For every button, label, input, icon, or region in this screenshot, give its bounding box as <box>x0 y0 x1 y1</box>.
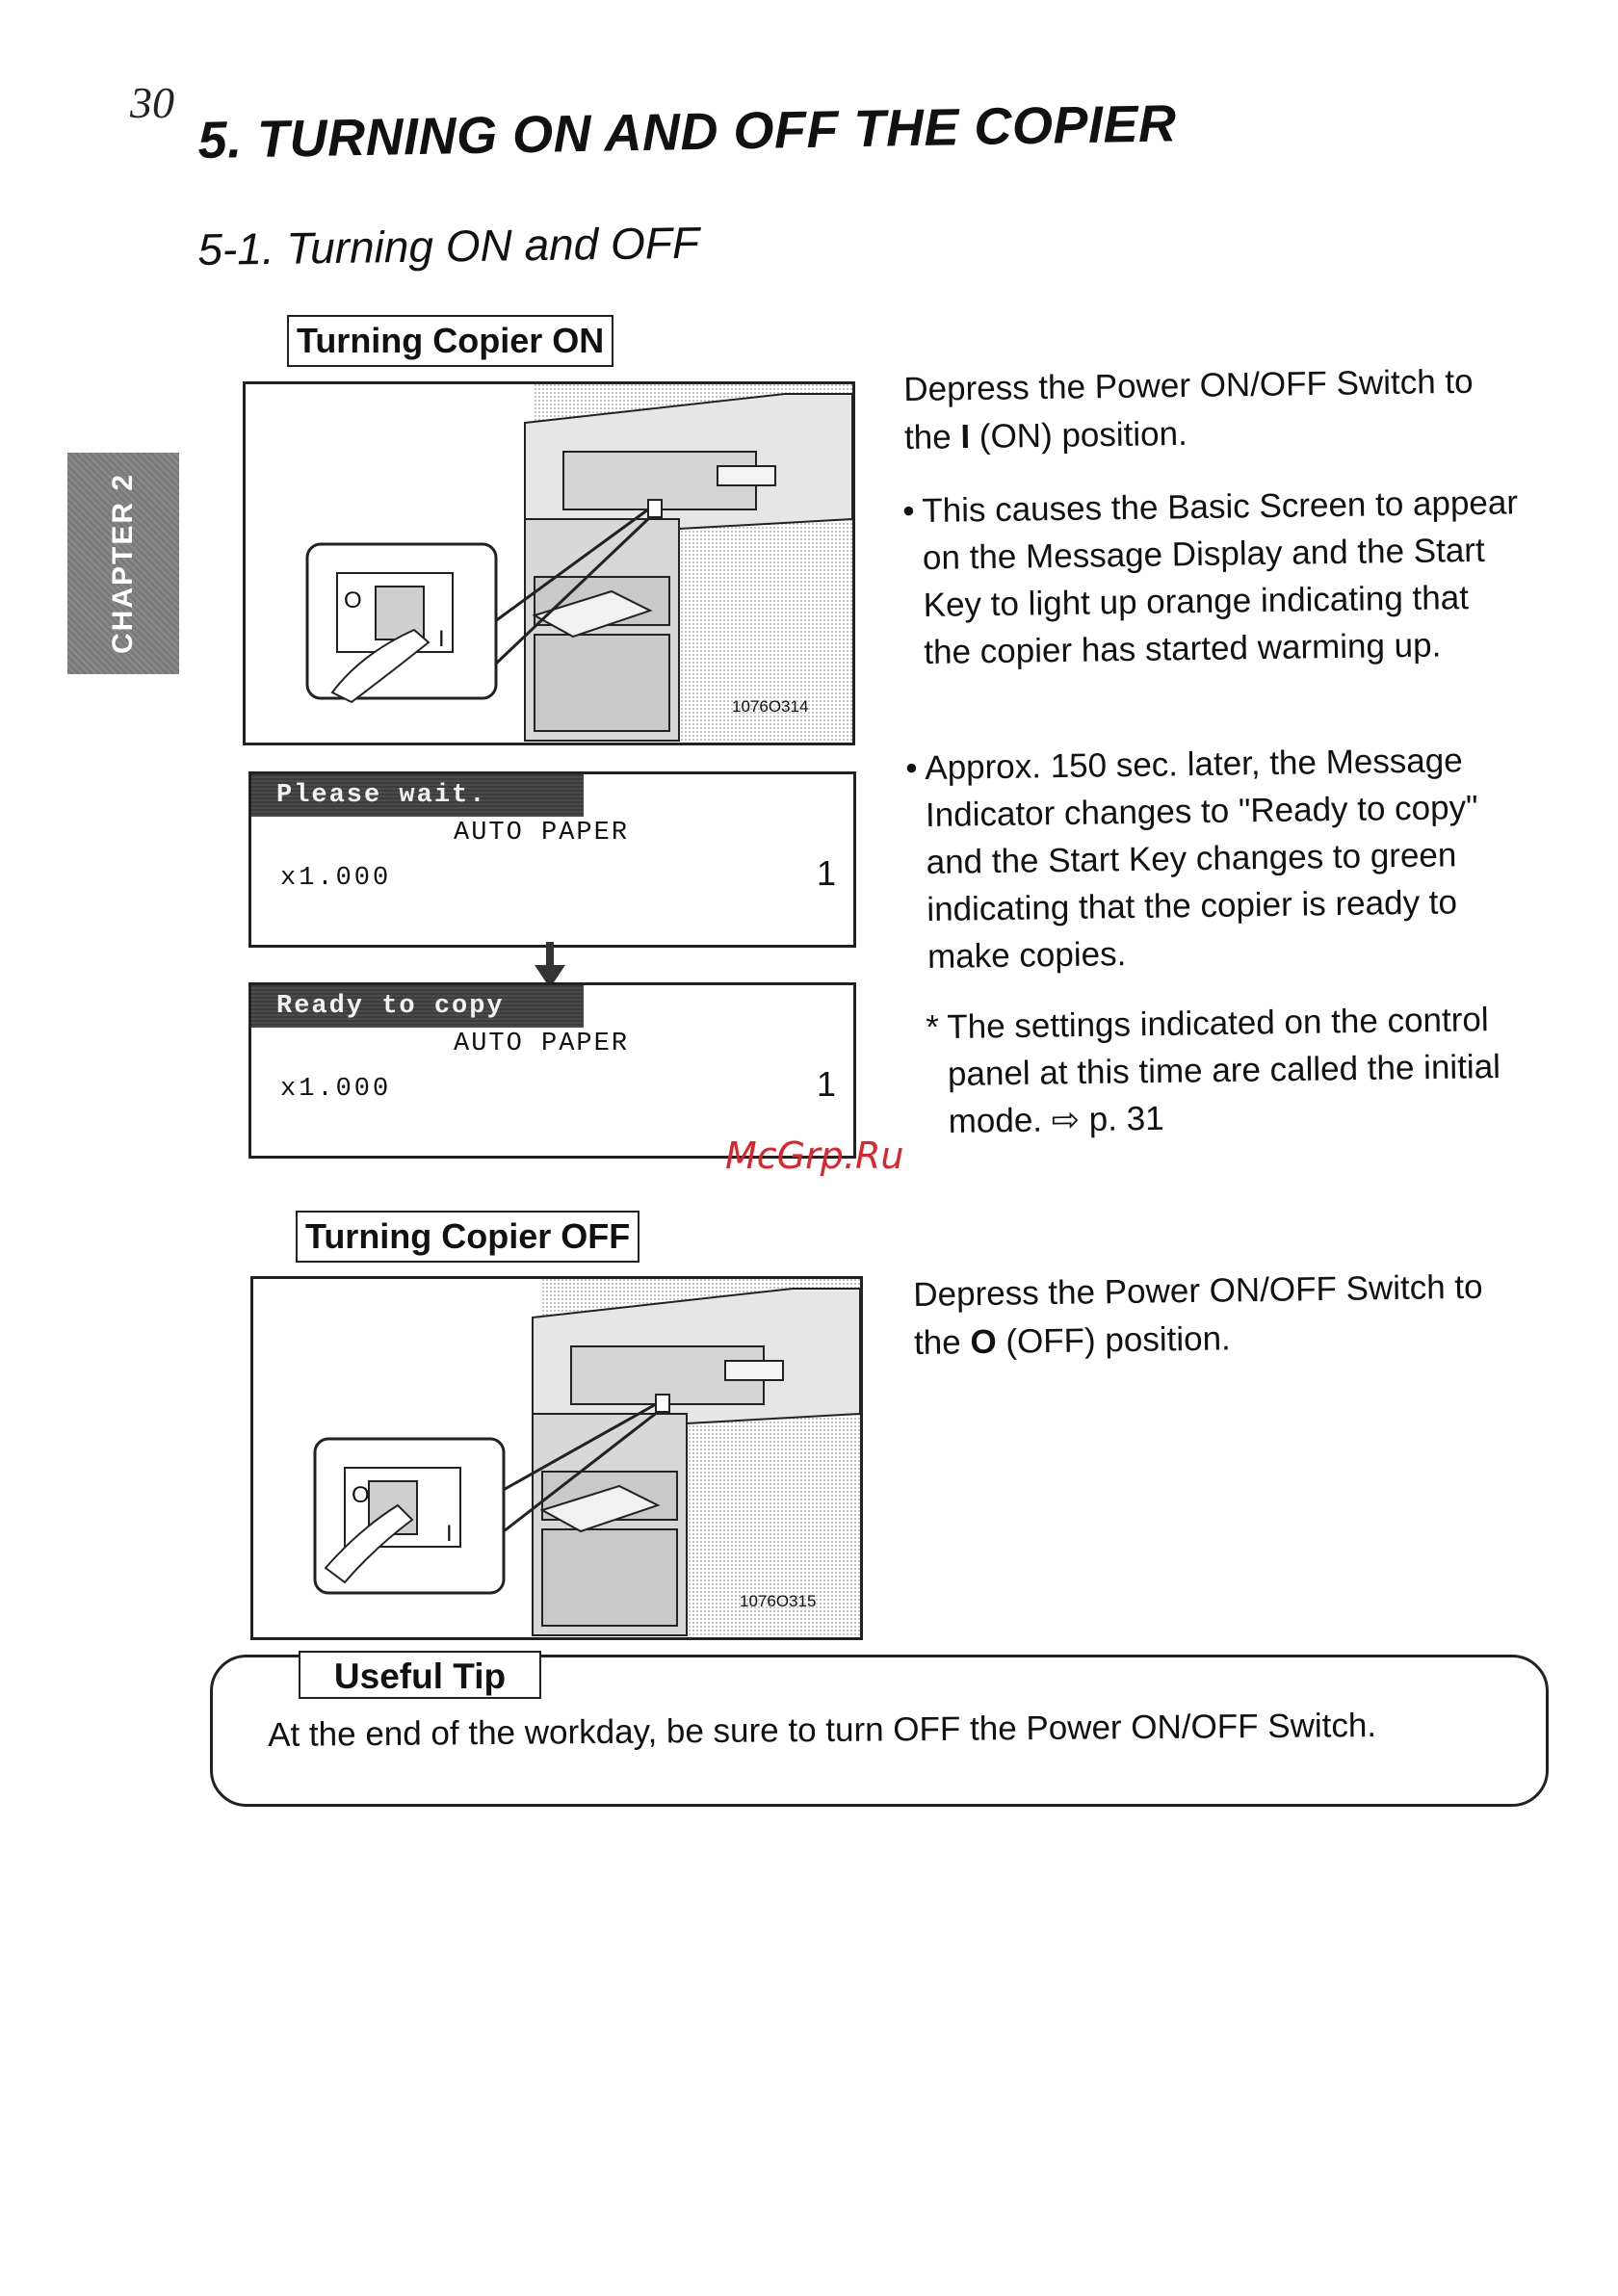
bullet-ready-to-copy-text: Approx. 150 sec. later, the Message Indi… <box>925 742 1478 976</box>
display-status-message: Ready to copy <box>251 985 584 1028</box>
switch-mark-o: O <box>352 1482 370 1508</box>
figure-code-off: 1076O315 <box>740 1592 816 1610</box>
asterisk-icon: * <box>926 1008 940 1047</box>
display-ready-to-copy: Ready to copy AUTO PAPER x1.000 1 <box>248 982 856 1159</box>
chapter-tab-label: CHAPTER 2 <box>107 472 139 655</box>
section-title: 5-1. Turning ON and OFF <box>197 217 700 274</box>
watermark: McGrp.Ru <box>725 1135 904 1177</box>
arrow-down-icon <box>535 942 565 988</box>
chapter-tab: CHAPTER 2 <box>67 453 179 674</box>
display-copy-count: 1 <box>816 853 836 893</box>
on-instruction-text-end: (ON) position. <box>969 414 1188 457</box>
display-paper-mode: AUTO PAPER <box>454 1030 630 1058</box>
useful-tip-label: Useful Tip <box>299 1651 541 1699</box>
page-number: 30 <box>130 78 174 127</box>
display-please-wait: Please wait. AUTO PAPER x1.000 1 <box>248 771 856 948</box>
copier-on-illustration: O I 1076O314 <box>243 381 855 745</box>
figure-code-on: 1076O314 <box>732 697 808 716</box>
page-reference-arrow-icon: ⇨ <box>1051 1101 1081 1139</box>
initial-mode-note: * The settings indicated on the control … <box>926 995 1536 1145</box>
turning-off-label: Turning Copier OFF <box>296 1211 640 1263</box>
bullet-basic-screen: • This causes the Basic Screen to appear… <box>902 479 1522 676</box>
bullet-dot-icon: • <box>902 492 915 531</box>
display-copy-count: 1 <box>816 1064 836 1104</box>
turning-on-label: Turning Copier ON <box>287 315 614 367</box>
off-instruction-text-end: (OFF) position. <box>996 1319 1232 1361</box>
bullet-ready-to-copy: • Approx. 150 sec. later, the Message In… <box>905 736 1525 980</box>
chapter-title: 5. TURNING ON AND OFF THE COPIER <box>197 94 1177 170</box>
display-status-message: Please wait. <box>251 774 584 817</box>
copier-off-illustration: O I 1076O315 <box>250 1276 863 1640</box>
display-zoom-ratio: x1.000 <box>280 864 392 893</box>
copier-switch-on-drawing: O I 1076O314 <box>305 384 852 743</box>
off-instruction: Depress the Power ON/OFF Switch to the O… <box>913 1263 1530 1368</box>
switch-mark-i: I <box>446 1521 453 1547</box>
initial-mode-note-text: The settings indicated on the control pa… <box>947 1001 1501 1140</box>
on-instruction: Depress the Power ON/OFF Switch to the I… <box>903 357 1521 462</box>
display-paper-mode: AUTO PAPER <box>454 819 630 848</box>
bullet-basic-screen-text: This causes the Basic Screen to appear o… <box>922 483 1519 671</box>
bullet-dot-icon: • <box>905 749 918 788</box>
page-reference-link[interactable]: p. 31 <box>1079 1099 1164 1139</box>
copier-switch-off-drawing: O I 1076O315 <box>313 1279 860 1637</box>
display-zoom-ratio: x1.000 <box>280 1075 392 1104</box>
switch-mark-o: O <box>344 587 362 613</box>
off-position-mark: O <box>970 1322 997 1362</box>
switch-mark-i: I <box>438 626 445 652</box>
